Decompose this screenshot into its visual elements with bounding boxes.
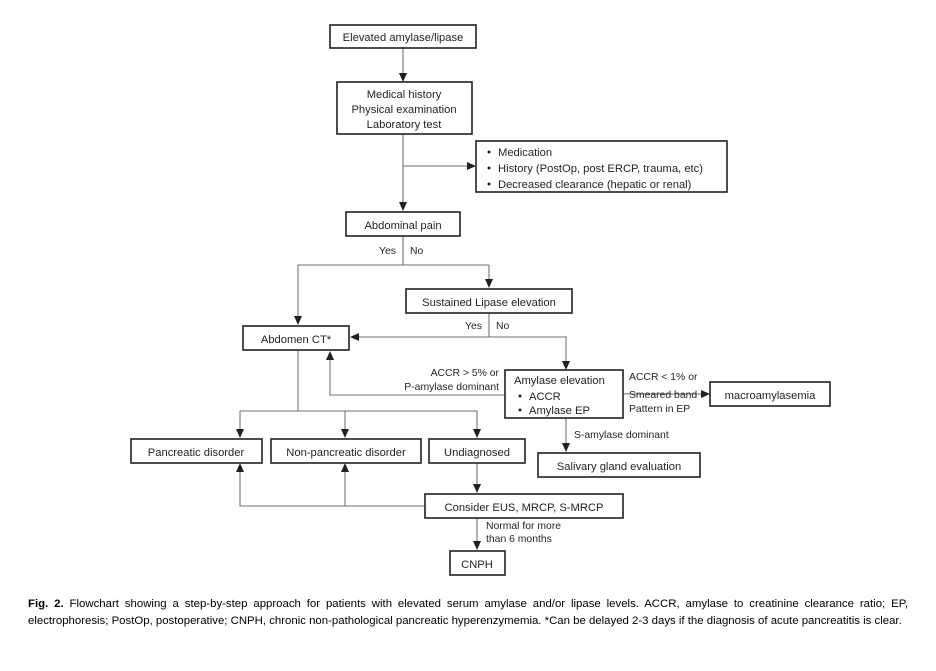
node-label-cnph: CNPH <box>461 559 493 571</box>
figure-number: Fig. 2. <box>28 598 64 610</box>
node-box-causes <box>475 140 728 193</box>
node-label-causes-item1: Medication <box>498 147 552 159</box>
edge-label-pain-no: No <box>410 246 424 257</box>
node-amylase-elevation[interactable]: Amylase elevation ACCR Amylase EP <box>504 369 624 419</box>
arrowhead-sustained-lipase <box>485 279 493 288</box>
node-label-macroamylasemia: macroamylasemia <box>725 390 817 402</box>
edge-label-layer: Yes No Yes No ACCR > 5% or P-amylase dom… <box>379 246 698 545</box>
node-abdominal-pain[interactable]: Abdominal pain <box>345 211 461 237</box>
figure-caption: Fig. 2. Flowchart showing a step-by-step… <box>28 596 908 631</box>
arrowhead-consider-eus <box>473 484 481 493</box>
node-box-consider-eus <box>424 493 624 519</box>
arrowhead-nonpancreatic <box>341 429 349 438</box>
node-label-amylase-title: Amylase elevation <box>514 375 605 387</box>
node-box-workup <box>336 81 473 135</box>
node-label-amylase-item2: Amylase EP <box>529 405 590 417</box>
node-label-abdomen-ct: Abdomen CT* <box>261 334 332 346</box>
edge-label-accr-high-2: P-amylase dominant <box>404 382 499 393</box>
node-macroamylasemia[interactable]: macroamylasemia <box>709 381 831 407</box>
node-label-sustained-lipase: Sustained Lipase elevation <box>422 297 556 309</box>
node-box-pancreatic-disorder <box>130 438 263 464</box>
node-elevated-amylase-lipase[interactable]: Elevated amylase/lipase <box>329 24 477 49</box>
arrowhead-ct-from-amylase <box>326 351 334 360</box>
arrowhead-amylase-elevation <box>562 361 570 370</box>
arrowhead-undiagnosed <box>473 429 481 438</box>
node-pancreatic-disorder[interactable]: Pancreatic disorder <box>130 438 263 464</box>
edge-amylase-to-ct <box>329 358 505 396</box>
edge-eus-to-pancreatic <box>239 470 425 507</box>
arrowhead-macroamylasemia <box>701 390 710 398</box>
edge-label-s-amylase-dominant: S-amylase dominant <box>574 430 669 441</box>
node-box-elevated <box>329 24 477 49</box>
node-label-workup-line1: Medical history <box>367 89 442 101</box>
arrowhead-salivary <box>562 443 570 452</box>
node-label-abdominal-pain: Abdominal pain <box>364 220 441 232</box>
arrowhead-ct-from-pain <box>294 316 302 325</box>
arrowhead-nonpancreatic-from-eus <box>341 463 349 472</box>
arrowhead-workup <box>399 73 407 82</box>
edge-label-accr-low-1: ACCR < 1% or <box>629 372 698 383</box>
node-label-undiagnosed: Undiagnosed <box>444 447 510 459</box>
edge-label-accr-low-2: Smeared band <box>629 390 697 401</box>
node-non-pancreatic-disorder[interactable]: Non-pancreatic disorder <box>270 438 422 464</box>
node-label-workup-line2: Physical examination <box>351 104 456 116</box>
node-label-elevated: Elevated amylase/lipase <box>343 32 464 44</box>
arrowhead-ct-from-lipase <box>350 333 359 341</box>
arrowhead-cnph <box>473 541 481 550</box>
node-consider-eus[interactable]: Consider EUS, MRCP, S-MRCP <box>424 493 624 519</box>
node-label-causes-item2: History (PostOp, post ERCP, trauma, etc) <box>498 163 703 175</box>
node-cnph[interactable]: CNPH <box>449 550 506 576</box>
edge-label-normal-1: Normal for more <box>486 521 561 532</box>
arrowhead-pancreatic-from-eus <box>236 463 244 472</box>
node-label-salivary-gland: Salivary gland evaluation <box>557 461 681 473</box>
node-box-non-pancreatic-disorder <box>270 438 422 464</box>
node-box-cnph <box>449 550 506 576</box>
node-box-undiagnosed <box>428 438 526 464</box>
bullet-icon <box>487 150 491 154</box>
node-box-salivary-gland <box>537 452 701 478</box>
node-abdomen-ct[interactable]: Abdomen CT* <box>242 325 350 351</box>
node-label-non-pancreatic-disorder: Non-pancreatic disorder <box>286 447 406 459</box>
edge-label-normal-2: than 6 months <box>486 534 552 545</box>
edge-layer <box>236 48 710 550</box>
node-box-amylase-elevation <box>504 369 624 419</box>
node-undiagnosed[interactable]: Undiagnosed <box>428 438 526 464</box>
bullet-icon <box>487 166 491 170</box>
bullet-icon <box>487 182 491 186</box>
bullet-icon <box>518 394 522 398</box>
edge-label-lipase-no: No <box>496 321 510 332</box>
node-label-amylase-item1: ACCR <box>529 391 561 403</box>
node-salivary-gland-evaluation[interactable]: Salivary gland evaluation <box>537 452 701 478</box>
node-sustained-lipase-elevation[interactable]: Sustained Lipase elevation <box>405 288 573 314</box>
edge-label-lipase-yes: Yes <box>465 321 482 332</box>
edge-label-accr-high-1: ACCR > 5% or <box>431 368 500 379</box>
edge-lipase-no <box>489 336 567 363</box>
node-label-causes-item3: Decreased clearance (hepatic or renal) <box>498 179 692 191</box>
node-box-abdomen-ct <box>242 325 350 351</box>
node-box-sustained-lipase <box>405 288 573 314</box>
arrowhead-abdominal-pain <box>399 202 407 211</box>
node-secondary-causes[interactable]: Medication History (PostOp, post ERCP, t… <box>475 140 728 193</box>
flowchart-diagram: Yes No Yes No ACCR > 5% or P-amylase dom… <box>130 24 831 576</box>
edge-label-pain-yes: Yes <box>379 246 396 257</box>
node-label-pancreatic-disorder: Pancreatic disorder <box>148 447 245 459</box>
arrowhead-causes <box>467 162 476 170</box>
bullet-icon <box>518 408 522 412</box>
arrowhead-pancreatic <box>236 429 244 438</box>
edge-label-accr-low-3: Pattern in EP <box>629 404 690 415</box>
node-label-workup-line3: Laboratory test <box>367 119 443 131</box>
node-box-abdominal-pain <box>345 211 461 237</box>
node-initial-workup[interactable]: Medical history Physical examination Lab… <box>336 81 473 135</box>
figure-caption-text: Flowchart showing a step-by-step approac… <box>28 598 908 628</box>
node-box-macroamylasemia <box>709 381 831 407</box>
node-label-consider-eus: Consider EUS, MRCP, S-MRCP <box>445 502 604 514</box>
